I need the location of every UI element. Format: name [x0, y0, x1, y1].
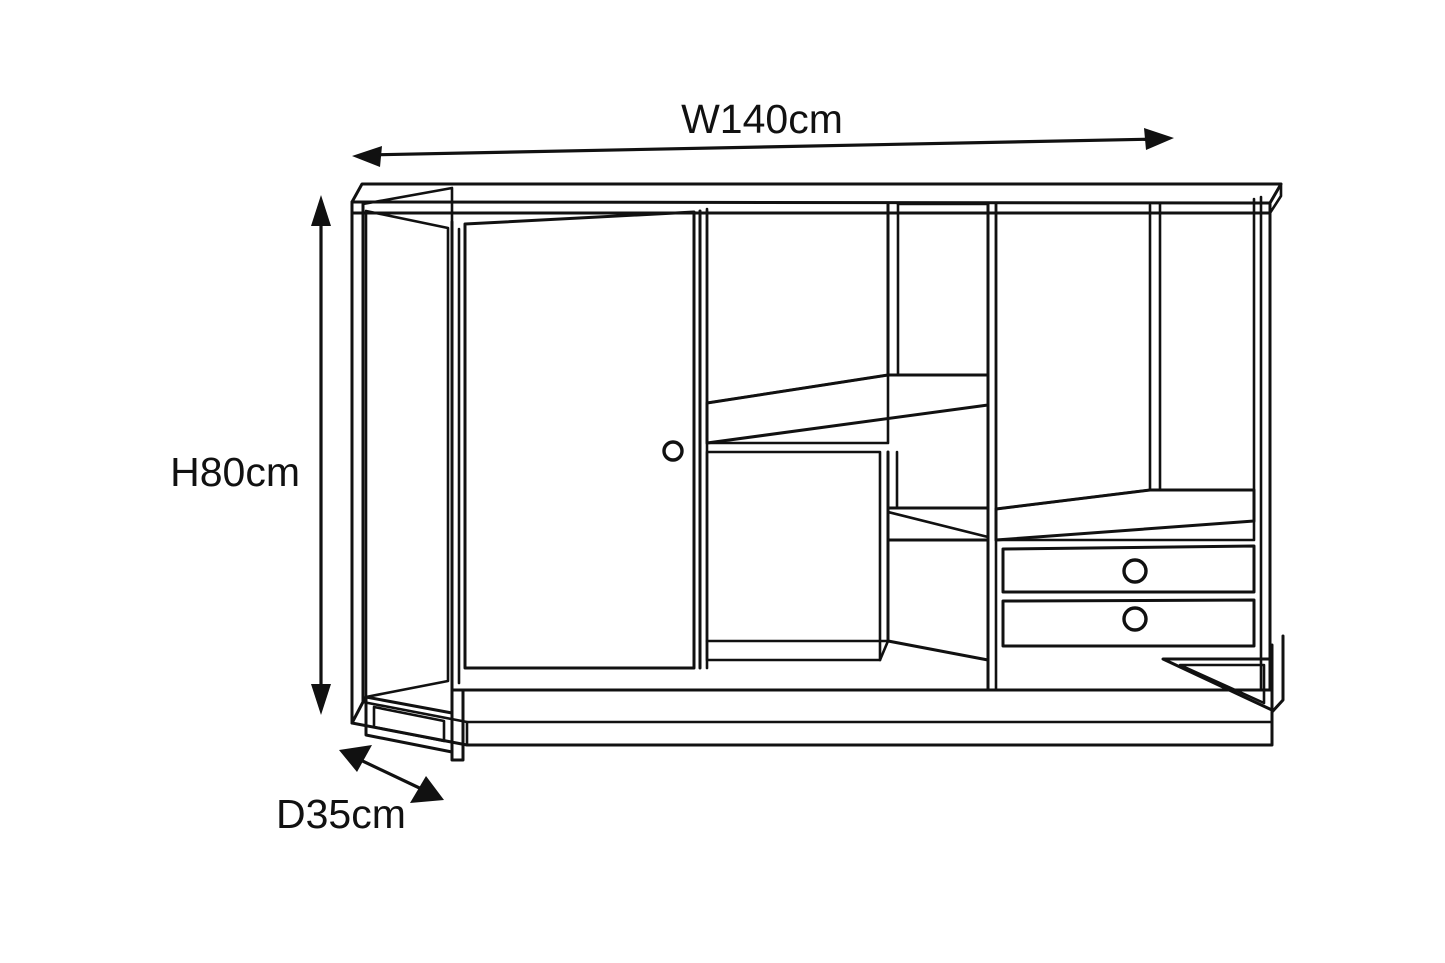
door-knob-icon[interactable]	[662, 440, 684, 462]
drawer-top-front[interactable]	[1001, 544, 1256, 594]
lower-cubby-left-wall	[886, 538, 990, 662]
middle-upper-shelf	[705, 373, 990, 445]
middle-open-section	[705, 202, 990, 662]
middle-right-bay-top	[896, 202, 990, 377]
depth-dimension-group: D35cm	[276, 745, 444, 837]
depth-arrowhead-lower-right	[410, 776, 444, 803]
cabinet-top-right-edge	[1268, 182, 1283, 215]
lower-cubby-floor-edge	[878, 639, 890, 662]
lower-cubby-shelf-depth	[886, 510, 990, 539]
left-side-panel-back-edge	[361, 186, 454, 224]
right-section	[994, 197, 1256, 648]
base-right-leg	[1270, 634, 1285, 714]
drawer-top-knob-icon[interactable]	[1122, 558, 1148, 584]
base-left-leg	[450, 688, 465, 762]
left-door-panel[interactable]	[463, 210, 696, 670]
drawer-bottom-knob-icon[interactable]	[1122, 606, 1148, 632]
base-front-rail-top	[361, 700, 1272, 724]
right-section-shelf-depth	[994, 488, 1152, 511]
base-right-foot-inner	[1178, 663, 1266, 705]
left-door-section[interactable]	[463, 210, 696, 670]
height-arrowhead-bottom	[311, 684, 331, 715]
middle-upper-opening	[705, 202, 890, 445]
middle-lower-opening	[705, 450, 882, 662]
drawer-bottom[interactable]	[1001, 598, 1256, 648]
depth-dimension-label: D35cm	[276, 791, 406, 837]
base-right-foot-outer	[1161, 657, 1274, 712]
left-side-panel	[350, 202, 365, 725]
sideboard-body	[350, 182, 1285, 762]
width-dimension-line	[365, 137, 1161, 157]
width-arrowhead-right	[1144, 128, 1174, 150]
base-frame	[350, 634, 1285, 762]
base-front-rail	[350, 688, 1274, 747]
height-arrowhead-top	[311, 195, 331, 226]
drawer-top[interactable]	[1001, 544, 1256, 594]
depth-dimension-line	[351, 754, 431, 795]
carcass-front-frame	[450, 211, 1272, 692]
height-dimension-group: H80cm	[170, 195, 331, 715]
depth-arrowhead-upper-left	[339, 745, 372, 772]
width-dimension-label: W140cm	[681, 96, 843, 142]
drawer-bottom-front[interactable]	[1001, 598, 1256, 648]
middle-upper-shelf-back-line	[705, 373, 890, 405]
left-side-panel-inner	[364, 209, 450, 699]
cabinet-top-surface	[350, 182, 1283, 205]
cabinet-top-front-edge	[350, 200, 1272, 215]
right-section-shelf	[994, 488, 1256, 542]
width-arrowhead-left	[352, 146, 382, 167]
height-dimension-label: H80cm	[170, 449, 300, 495]
width-dimension-group: W140cm	[352, 96, 1174, 167]
base-left-foot-inner	[372, 705, 446, 743]
right-upper-opening	[994, 197, 1256, 542]
